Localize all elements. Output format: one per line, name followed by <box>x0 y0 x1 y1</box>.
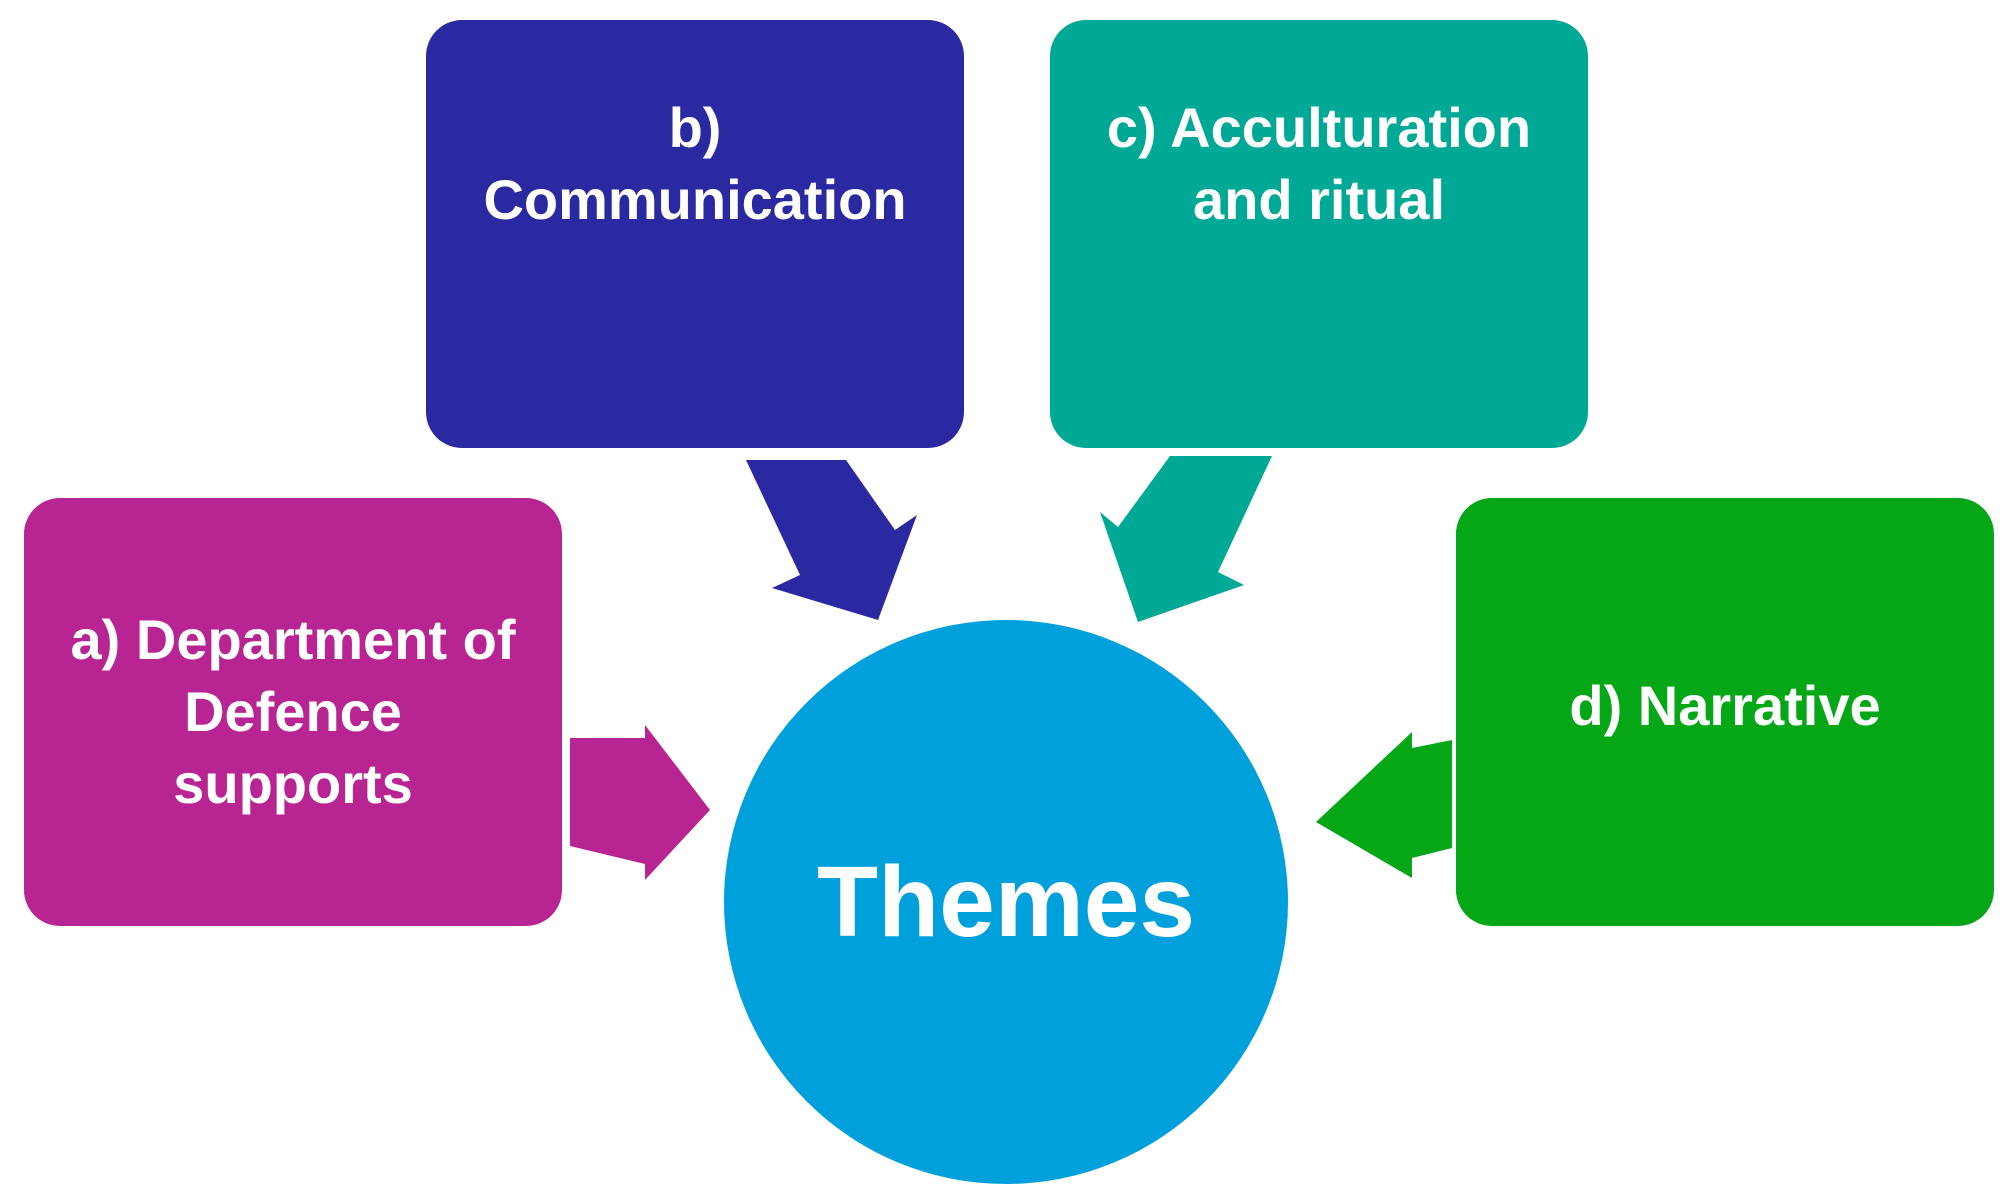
arrow-a-icon <box>570 725 710 880</box>
theme-box-communication: b) Communication <box>426 20 964 448</box>
theme-label-narrative: d) Narrative <box>1569 674 1881 737</box>
center-themes-circle: Themes <box>724 620 1288 1184</box>
theme-box-department-of-defence: a) Department of Defence supports <box>24 498 562 926</box>
theme-box-acculturation: c) Acculturation and ritual <box>1050 20 1588 448</box>
theme-label-acculturation: c) Acculturation and ritual <box>1106 96 1532 231</box>
arrow-d-icon <box>1316 732 1452 878</box>
theme-box-narrative: d) Narrative <box>1456 498 1994 926</box>
center-label: Themes <box>817 845 1195 958</box>
theme-label-communication: b) Communication <box>483 96 907 231</box>
arrow-c-icon <box>1100 456 1272 622</box>
arrow-b-icon <box>746 460 917 620</box>
theme-label-department-of-defence: a) Department of Defence supports <box>70 608 516 815</box>
